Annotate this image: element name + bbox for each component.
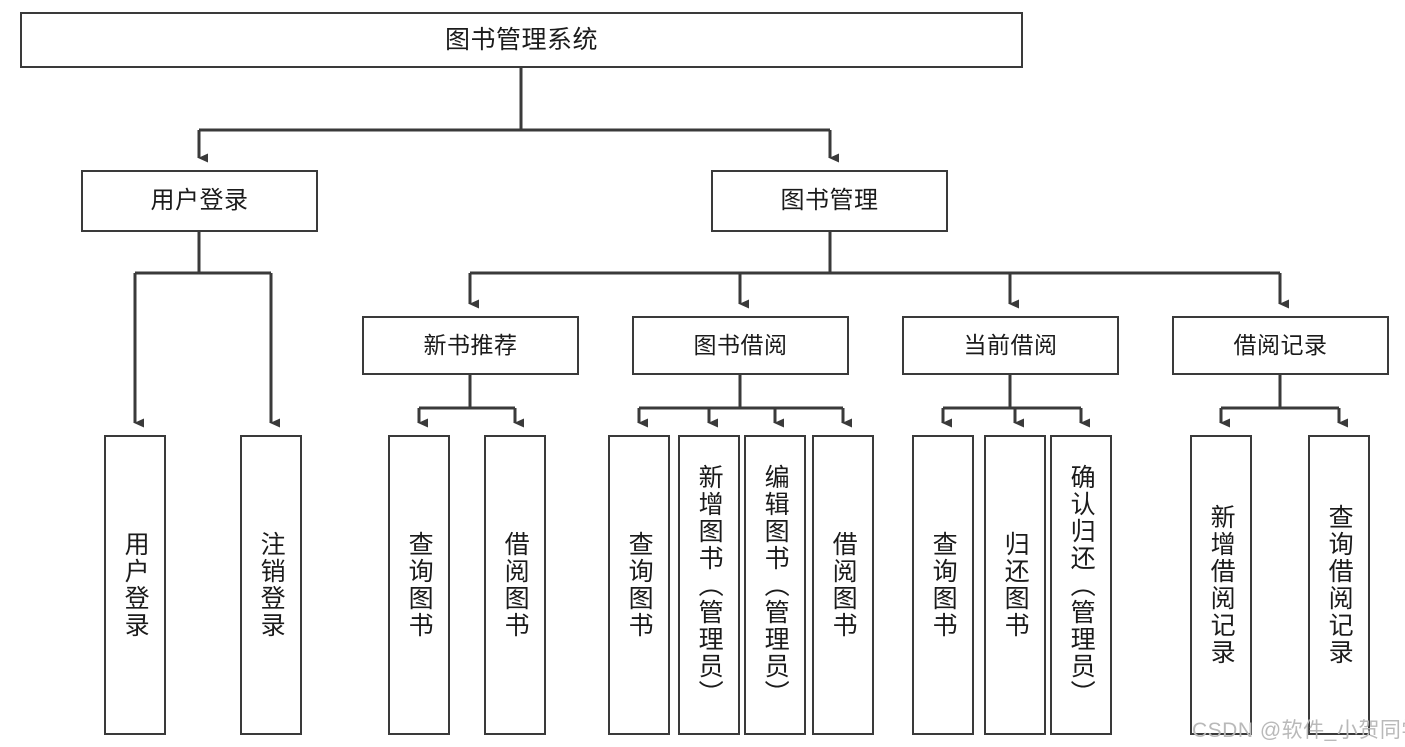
node-leaf-add-book-label: 新增图书（管理员）	[695, 463, 724, 707]
node-leaf-query-book-2[interactable]: 查询图书	[608, 435, 670, 735]
node-leaf-borrow-book-2[interactable]: 借阅图书	[812, 435, 874, 735]
node-leaf-confirm-return-label: 确认归还（管理员）	[1067, 463, 1096, 707]
node-leaf-query-book-2-label: 查询图书	[625, 531, 654, 639]
node-leaf-add-record-label: 新增借阅记录	[1207, 504, 1236, 666]
node-book-mgmt[interactable]: 图书管理	[711, 170, 948, 232]
node-leaf-user-login-label: 用户登录	[121, 531, 150, 639]
node-borrow-record[interactable]: 借阅记录	[1172, 316, 1389, 375]
node-leaf-confirm-return[interactable]: 确认归还（管理员）	[1050, 435, 1112, 735]
node-leaf-query-record-label: 查询借阅记录	[1325, 504, 1354, 666]
node-current-borrow[interactable]: 当前借阅	[902, 316, 1119, 375]
node-leaf-borrow-book-1[interactable]: 借阅图书	[484, 435, 546, 735]
node-new-book-rec-label: 新书推荐	[423, 332, 518, 359]
node-leaf-edit-book[interactable]: 编辑图书（管理员）	[744, 435, 806, 735]
node-leaf-query-record[interactable]: 查询借阅记录	[1308, 435, 1370, 735]
node-leaf-add-book[interactable]: 新增图书（管理员）	[678, 435, 740, 735]
node-book-borrow[interactable]: 图书借阅	[632, 316, 849, 375]
node-leaf-edit-book-label: 编辑图书（管理员）	[761, 463, 790, 707]
node-leaf-user-login[interactable]: 用户登录	[104, 435, 166, 735]
node-leaf-query-book-3-label: 查询图书	[929, 531, 958, 639]
node-borrow-record-label: 借阅记录	[1233, 332, 1328, 359]
node-root-label: 图书管理系统	[444, 25, 598, 54]
node-leaf-borrow-book-2-label: 借阅图书	[829, 531, 858, 639]
node-current-borrow-label: 当前借阅	[963, 332, 1058, 359]
node-new-book-rec[interactable]: 新书推荐	[362, 316, 579, 375]
node-leaf-logout[interactable]: 注销登录	[240, 435, 302, 735]
node-leaf-borrow-book-1-label: 借阅图书	[501, 531, 530, 639]
node-leaf-query-book-1-label: 查询图书	[405, 531, 434, 639]
node-book-borrow-label: 图书借阅	[693, 332, 788, 359]
node-book-mgmt-label: 图书管理	[780, 187, 879, 215]
node-leaf-logout-label: 注销登录	[257, 531, 286, 639]
node-leaf-return-book[interactable]: 归还图书	[984, 435, 1046, 735]
node-user-login[interactable]: 用户登录	[81, 170, 318, 232]
node-leaf-return-book-label: 归还图书	[1001, 531, 1030, 639]
node-root[interactable]: 图书管理系统	[20, 12, 1023, 68]
node-leaf-query-book-1[interactable]: 查询图书	[388, 435, 450, 735]
node-user-login-label: 用户登录	[150, 187, 249, 215]
node-leaf-query-book-3[interactable]: 查询图书	[912, 435, 974, 735]
node-leaf-add-record[interactable]: 新增借阅记录	[1190, 435, 1252, 735]
